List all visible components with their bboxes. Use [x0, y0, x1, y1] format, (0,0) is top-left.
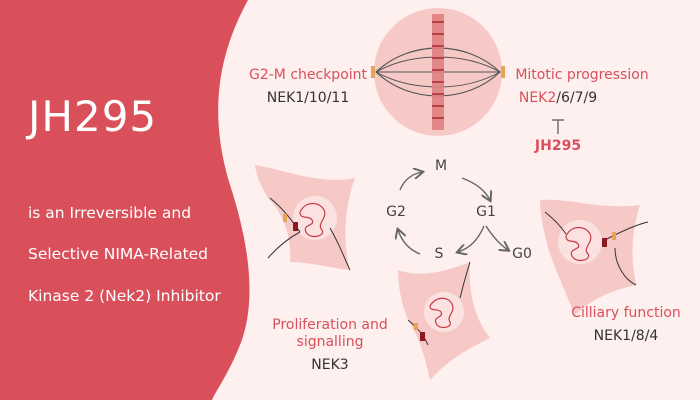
proliferation-label-line2: signalling — [296, 334, 364, 350]
phase-m: M — [434, 158, 448, 174]
cell-icon-bottom — [398, 261, 490, 380]
phase-s: S — [434, 246, 444, 262]
inhibitor-label: JH295 — [534, 138, 582, 154]
phase-g1: G1 — [476, 204, 496, 220]
left-panel — [0, 0, 250, 400]
compound-title: JH295 — [28, 92, 158, 141]
proliferation-label-line1: Proliferation and — [272, 317, 388, 333]
mitotic-nek-label: NEK2/6/7/9 — [519, 90, 597, 106]
proliferation-nek-label: NEK3 — [311, 357, 349, 373]
mitosis-cell-icon — [371, 8, 505, 136]
cell-icon-left — [255, 165, 355, 271]
nek2-highlight: NEK2 — [518, 90, 557, 106]
g2m-nek-label: NEK1/10/11 — [266, 90, 350, 106]
phase-g0: G0 — [512, 246, 532, 262]
subtitle-line-2: Selective NIMA-Related — [28, 245, 209, 263]
g2m-checkpoint-label: G2-M checkpoint — [248, 67, 368, 83]
cell-cycle-arrows — [398, 172, 508, 254]
mitotic-progression-label: Mitotic progression — [515, 67, 649, 83]
cell-icon-right — [540, 199, 649, 315]
subtitle-line-3: Kinase 2 (Nek2) Inhibitor — [28, 287, 221, 305]
subtitle-line-1: is an Irreversible and — [28, 204, 192, 222]
phase-g2: G2 — [386, 204, 406, 220]
ciliary-nek-label: NEK1/8/4 — [593, 328, 659, 344]
inhibition-symbol — [552, 119, 564, 134]
mitotic-nek-rest: /6/7/9 — [556, 90, 598, 106]
ciliary-function-label: Cilliary function — [571, 305, 681, 321]
